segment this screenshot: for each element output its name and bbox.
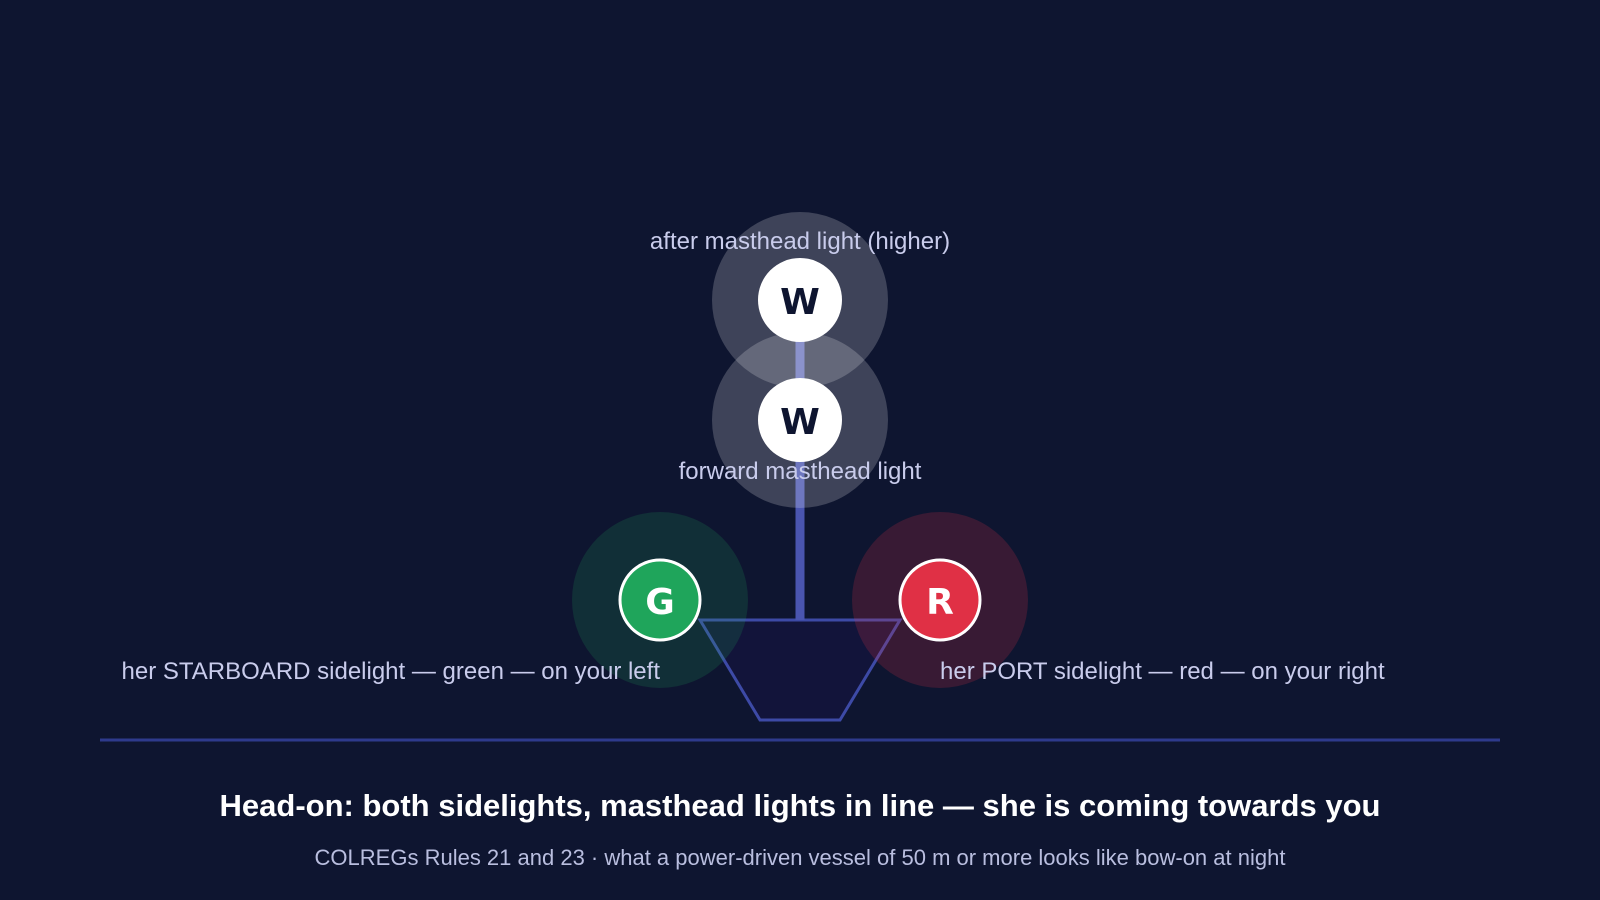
forward-masthead-letter: W (780, 402, 820, 443)
forward-masthead-light: W (758, 378, 842, 462)
caption-title: Head-on: both sidelights, masthead light… (219, 788, 1381, 823)
after-masthead-label: after masthead light (higher) (649, 228, 951, 255)
starboard-label: her STARBOARD sidelight — green — on you… (121, 658, 660, 685)
starboard-letter: G (645, 582, 675, 623)
after-masthead-letter: W (780, 282, 820, 323)
hull-outline (697, 618, 903, 722)
forward-masthead-label: forward masthead light (678, 458, 922, 485)
port-label: her PORT sidelight — red — on your right (940, 658, 1385, 685)
starboard-sidelight: G (618, 558, 702, 642)
caption-subtitle: COLREGs Rules 21 and 23 · what a power-d… (314, 845, 1286, 870)
port-sidelight: R (898, 558, 982, 642)
after-masthead-light: W (758, 258, 842, 342)
port-letter: R (926, 582, 954, 623)
